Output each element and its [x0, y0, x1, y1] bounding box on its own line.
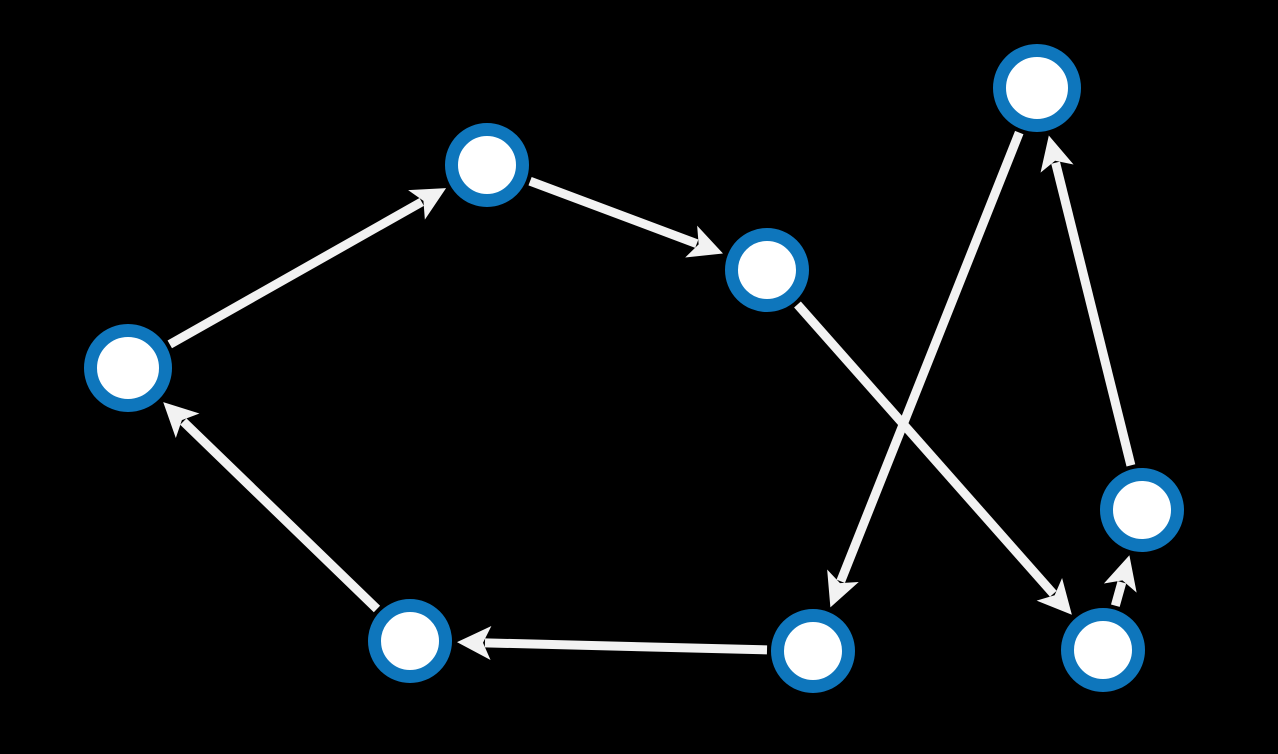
- graph-edge[interactable]: [163, 402, 381, 613]
- node-circle[interactable]: [368, 599, 452, 683]
- node-circle[interactable]: [993, 44, 1081, 132]
- node-circle[interactable]: [84, 324, 172, 412]
- graph-edge[interactable]: [456, 626, 768, 660]
- edge-arrowhead: [1036, 578, 1072, 615]
- node-circle[interactable]: [445, 123, 529, 207]
- node-circle[interactable]: [1100, 468, 1184, 552]
- node-layer: [84, 44, 1184, 693]
- graph-edge[interactable]: [1103, 555, 1137, 607]
- edge-arrowhead: [1103, 555, 1137, 593]
- graph-edge[interactable]: [794, 301, 1072, 615]
- node-circle[interactable]: [771, 609, 855, 693]
- graph-edge[interactable]: [827, 130, 1024, 608]
- edge-arrowhead: [408, 188, 447, 220]
- edge-line: [794, 301, 1057, 597]
- edge-line: [484, 638, 768, 655]
- edge-arrowhead: [685, 225, 723, 258]
- edge-line: [167, 197, 424, 349]
- graph-edge[interactable]: [528, 176, 723, 258]
- edge-line: [836, 130, 1024, 583]
- edge-layer: [163, 130, 1137, 660]
- graph-node[interactable]: [84, 324, 172, 412]
- edge-arrowhead: [456, 626, 492, 660]
- graph-node[interactable]: [1061, 608, 1145, 692]
- graph-node[interactable]: [1100, 468, 1184, 552]
- node-circle[interactable]: [1061, 608, 1145, 692]
- edge-line: [1111, 581, 1127, 607]
- graph-node[interactable]: [725, 228, 809, 312]
- edge-line: [1051, 161, 1136, 467]
- node-circle[interactable]: [725, 228, 809, 312]
- graph-node[interactable]: [368, 599, 452, 683]
- graph-node[interactable]: [445, 123, 529, 207]
- edge-line: [528, 176, 699, 248]
- graph-node[interactable]: [993, 44, 1081, 132]
- graph-edge[interactable]: [1040, 135, 1136, 467]
- graph-edge[interactable]: [167, 188, 447, 349]
- edge-arrowhead: [163, 402, 200, 438]
- edge-arrowhead: [1040, 135, 1074, 173]
- edge-line: [180, 418, 381, 613]
- graph-node[interactable]: [771, 609, 855, 693]
- edge-arrowhead: [827, 569, 859, 608]
